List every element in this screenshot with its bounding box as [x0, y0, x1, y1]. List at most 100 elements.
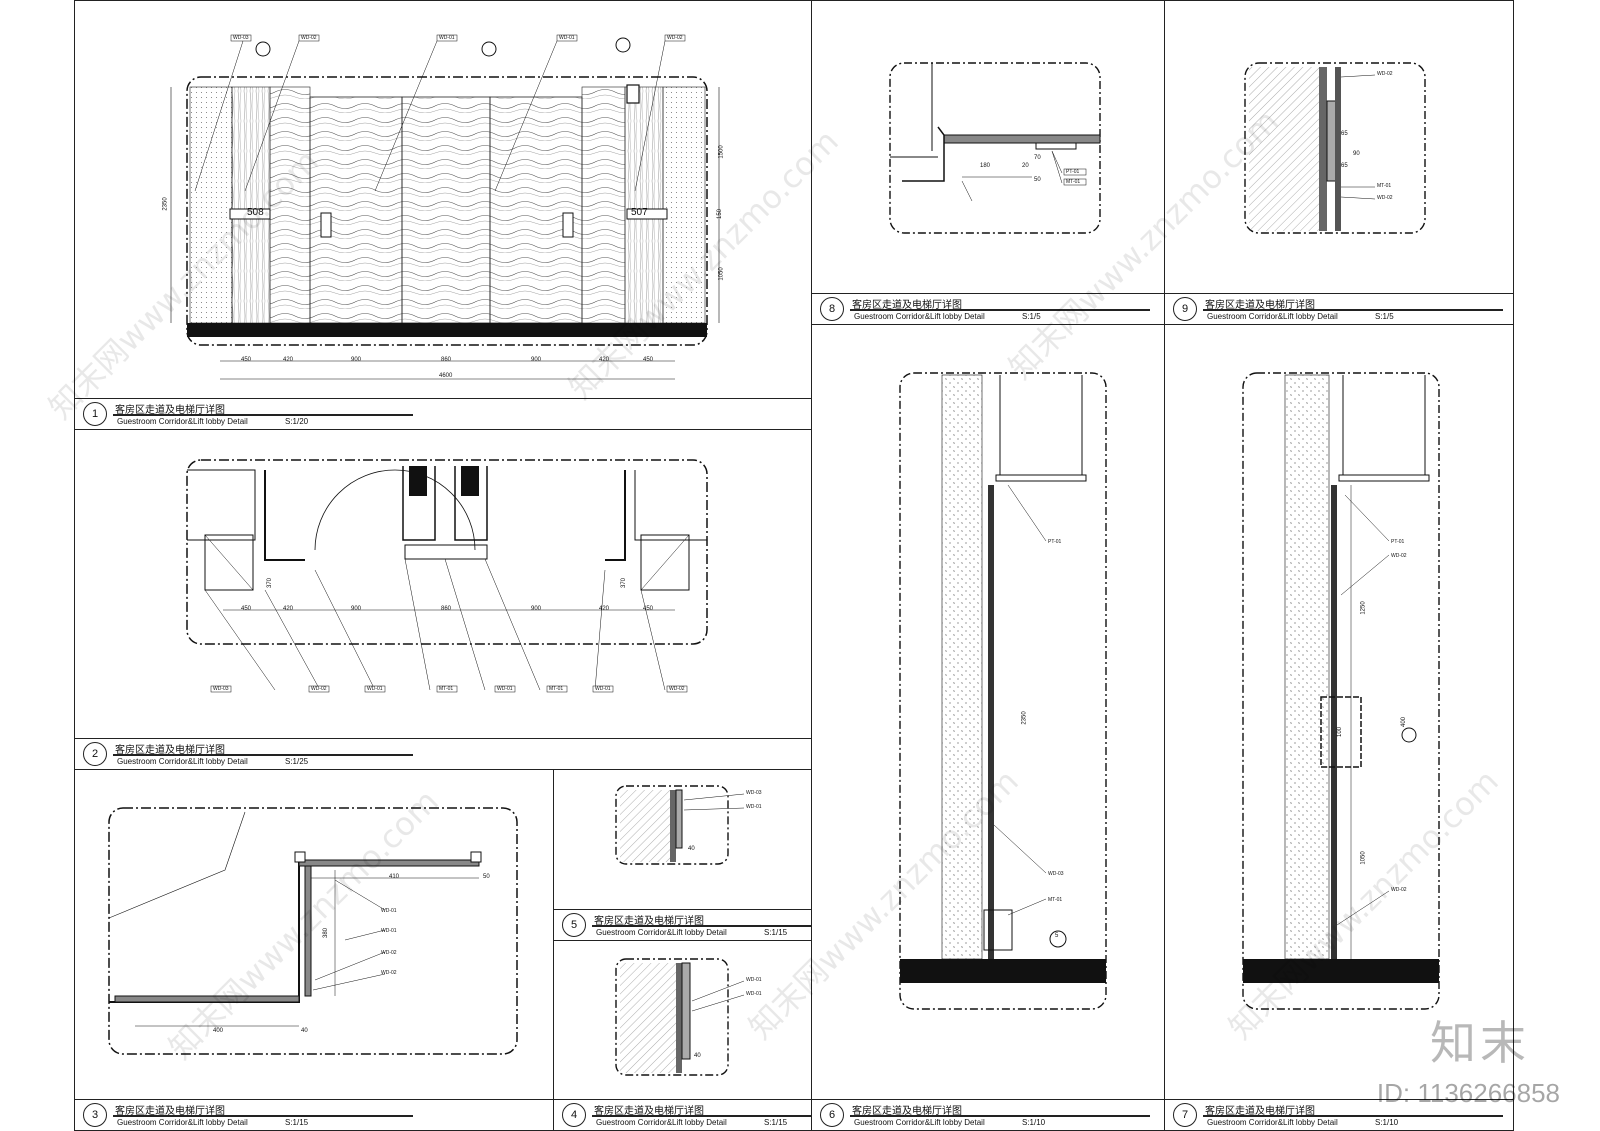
detail-6-drawing: [899, 372, 1107, 1010]
elev-height-2: 150: [717, 208, 724, 220]
plan-tag-7: WD-01: [595, 686, 611, 692]
d3-dim-2: 50: [483, 874, 490, 880]
d7-dim-4: 400: [1401, 716, 1408, 728]
d7-dim-2: 1050: [1360, 851, 1367, 865]
d6-tag-2: WD-03: [1048, 871, 1064, 877]
plan-dim-7: 450: [643, 606, 654, 612]
elev-dim-1: 450: [241, 357, 252, 363]
plan-dim-1: 450: [241, 606, 252, 612]
plan-dim-5: 900: [531, 606, 542, 612]
elev-height-3: 1050: [718, 267, 725, 281]
plan-tag-5: WD-01: [497, 686, 513, 692]
d6-dim: 2350: [1021, 711, 1028, 725]
plan-dim-3: 900: [351, 606, 362, 612]
d3-tag-1: WD-01: [381, 908, 397, 914]
elev-tag-5: WD-02: [667, 35, 683, 41]
d3-dim-5: 40: [301, 1028, 308, 1034]
d9-tag-2: MT-01: [1377, 183, 1392, 189]
d7-dim-3: 100: [1337, 726, 1344, 738]
detail-9-drawing: [1244, 62, 1426, 234]
plan-dim-6: 420: [599, 606, 610, 612]
elev-dim-total: 4600: [439, 373, 453, 379]
caption-4: 4 客房区走道及电梯厅详图 Guestroom Corridor&Lift lo…: [554, 1099, 811, 1130]
detail-3-drawing: [108, 807, 518, 1055]
detail-5-drawing: [615, 785, 745, 865]
d9-dim-2: 90: [1353, 151, 1360, 157]
panel-1-elevation: WD-03 WD-02 WD-01 WD-01 WD-02 508 507 45…: [74, 0, 812, 430]
d3-tag-3: WD-02: [381, 950, 397, 956]
plan-dim-370-right: 370: [621, 577, 628, 589]
d8-dim-4: 50: [1034, 177, 1041, 183]
plan-dim-4: 860: [441, 606, 452, 612]
d7-dim-1: 1250: [1360, 601, 1367, 615]
detail-7-drawing: [1242, 372, 1440, 1010]
d4-dim: 40: [694, 1053, 701, 1059]
d3-dim-1: 410: [389, 874, 400, 880]
d9-dim-3: 65: [1341, 163, 1348, 169]
detail-4-drawing: [615, 958, 745, 1076]
detail-8-drawing: [889, 62, 1101, 234]
brand-logo: 知末: [1430, 1016, 1530, 1070]
elev-dim-6: 420: [599, 357, 610, 363]
elev-dim-2: 420: [283, 357, 294, 363]
plan-drawing: [186, 459, 708, 693]
elev-dim-5: 900: [531, 357, 542, 363]
plan-tag-4: MT-01: [439, 686, 454, 692]
d8-dim-1: 180: [980, 163, 991, 169]
room-number-left: 508: [247, 207, 264, 218]
panel-5-detail: WD-03 WD-01 40 5 客房区走道及电梯厅详图 Guestroom C…: [553, 769, 812, 941]
panel-9-detail: WD-02 MT-01 WD-02 65 90 65 9 客房区走道及电梯厅详图…: [1164, 0, 1514, 325]
elevation-drawing: [170, 34, 720, 380]
d4-tag-2: WD-01: [746, 991, 762, 997]
d7-tag-3: WD-02: [1391, 887, 1407, 893]
panel-7-section: PT-01 WD-02 WD-02 1250 1050 100 400 7 客房…: [1164, 324, 1514, 1131]
panel-8-detail: PT-01 MT-01 180 70 20 50 8 客房区走道及电梯厅详图 G…: [811, 0, 1165, 325]
panel-2-plan: WD-03 WD-02 WD-01 MT-01 WD-01 MT-01 WD-0…: [74, 429, 812, 770]
caption-9: 9 客房区走道及电梯厅详图 Guestroom Corridor&Lift lo…: [1165, 293, 1513, 324]
d3-tag-2: WD-01: [381, 928, 397, 934]
d8-dim-3: 20: [1022, 163, 1029, 169]
caption-6: 6 客房区走道及电梯厅详图 Guestroom Corridor&Lift lo…: [812, 1099, 1164, 1130]
elev-height-1: 1500: [718, 145, 725, 159]
panel-3-detail: WD-01 WD-01 WD-02 WD-02 410 50 380 400 4…: [74, 769, 554, 1131]
d7-tag-1: PT-01: [1391, 539, 1405, 545]
d9-tag-1: WD-02: [1377, 71, 1393, 77]
d5-dim: 40: [688, 846, 695, 852]
elev-tag-4: WD-01: [559, 35, 575, 41]
caption-7: 7 客房区走道及电梯厅详图 Guestroom Corridor&Lift lo…: [1165, 1099, 1513, 1130]
panel-4-detail: WD-01 WD-01 40 4 客房区走道及电梯厅详图 Guestroom C…: [553, 940, 812, 1131]
elev-dim-3: 900: [351, 357, 362, 363]
caption-3: 3 客房区走道及电梯厅详图 Guestroom Corridor&Lift lo…: [75, 1099, 553, 1130]
d5-tag-2: WD-01: [746, 804, 762, 810]
caption-1: 1 客房区走道及电梯厅详图 Guestroom Corridor&Lift lo…: [75, 398, 811, 429]
d9-tag-3: WD-02: [1377, 195, 1393, 201]
d5-tag-1: WD-03: [746, 790, 762, 796]
d6-tag-3: MT-01: [1048, 897, 1063, 903]
plan-dim-370-left: 370: [267, 577, 274, 589]
plan-tag-3: WD-01: [367, 686, 383, 692]
d3-tag-4: WD-02: [381, 970, 397, 976]
caption-8: 8 客房区走道及电梯厅详图 Guestroom Corridor&Lift lo…: [812, 293, 1164, 324]
id-label: ID: 1136266858: [1376, 1078, 1560, 1108]
d8-dim-2: 70: [1034, 155, 1041, 161]
d7-tag-2: WD-02: [1391, 553, 1407, 559]
plan-tag-8: WD-02: [669, 686, 685, 692]
panel-6-section: PT-01 WD-03 MT-01 2350 5 6 客房区走道及电梯厅详图 G…: [811, 324, 1165, 1131]
d8-tag-2: MT-01: [1066, 179, 1081, 185]
elev-dim-7: 450: [643, 357, 654, 363]
d8-tag-1: PT-01: [1066, 169, 1080, 175]
elev-overall-height: 2350: [162, 197, 169, 211]
d3-dim-3: 380: [323, 927, 330, 939]
elev-dim-4: 860: [441, 357, 452, 363]
d9-dim-1: 65: [1341, 131, 1348, 137]
caption-5: 5 客房区走道及电梯厅详图 Guestroom Corridor&Lift lo…: [554, 909, 811, 940]
plan-tag-6: MT-01: [549, 686, 564, 692]
d3-dim-4: 400: [213, 1028, 224, 1034]
plan-dim-2: 420: [283, 606, 294, 612]
d4-tag-1: WD-01: [746, 977, 762, 983]
plan-tag-1: WD-03: [213, 686, 229, 692]
room-number-right: 507: [631, 207, 648, 218]
d6-tag-1: PT-01: [1048, 539, 1062, 545]
caption-2: 2 客房区走道及电梯厅详图 Guestroom Corridor&Lift lo…: [75, 738, 811, 769]
